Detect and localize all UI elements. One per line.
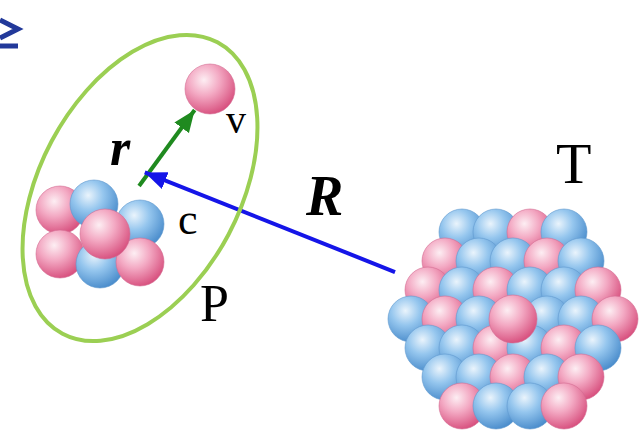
target-label: T bbox=[556, 135, 591, 193]
projectile-ellipse bbox=[0, 0, 306, 381]
cropped-symbol bbox=[0, 20, 18, 38]
valence-label: v bbox=[226, 100, 246, 140]
vector-label: R bbox=[306, 168, 343, 224]
vector-label: r bbox=[110, 122, 130, 174]
core-cluster-art bbox=[36, 178, 172, 290]
cropped-symbol bbox=[0, 44, 18, 49]
target-nucleus-art bbox=[386, 192, 640, 446]
nucleon-sphere bbox=[490, 296, 536, 342]
nucleon-sphere bbox=[80, 209, 130, 259]
separation-vector-arrow bbox=[145, 172, 395, 272]
core-label: c bbox=[178, 198, 198, 242]
nucleon-sphere bbox=[489, 295, 537, 343]
projectile-label: P bbox=[200, 278, 229, 330]
nucleon-sphere bbox=[541, 383, 587, 429]
target-nucleus: T bbox=[386, 192, 640, 446]
valence-nucleon: v bbox=[184, 63, 236, 115]
core-cluster: c bbox=[36, 178, 172, 290]
projectile-outline: c vP bbox=[10, 28, 270, 348]
